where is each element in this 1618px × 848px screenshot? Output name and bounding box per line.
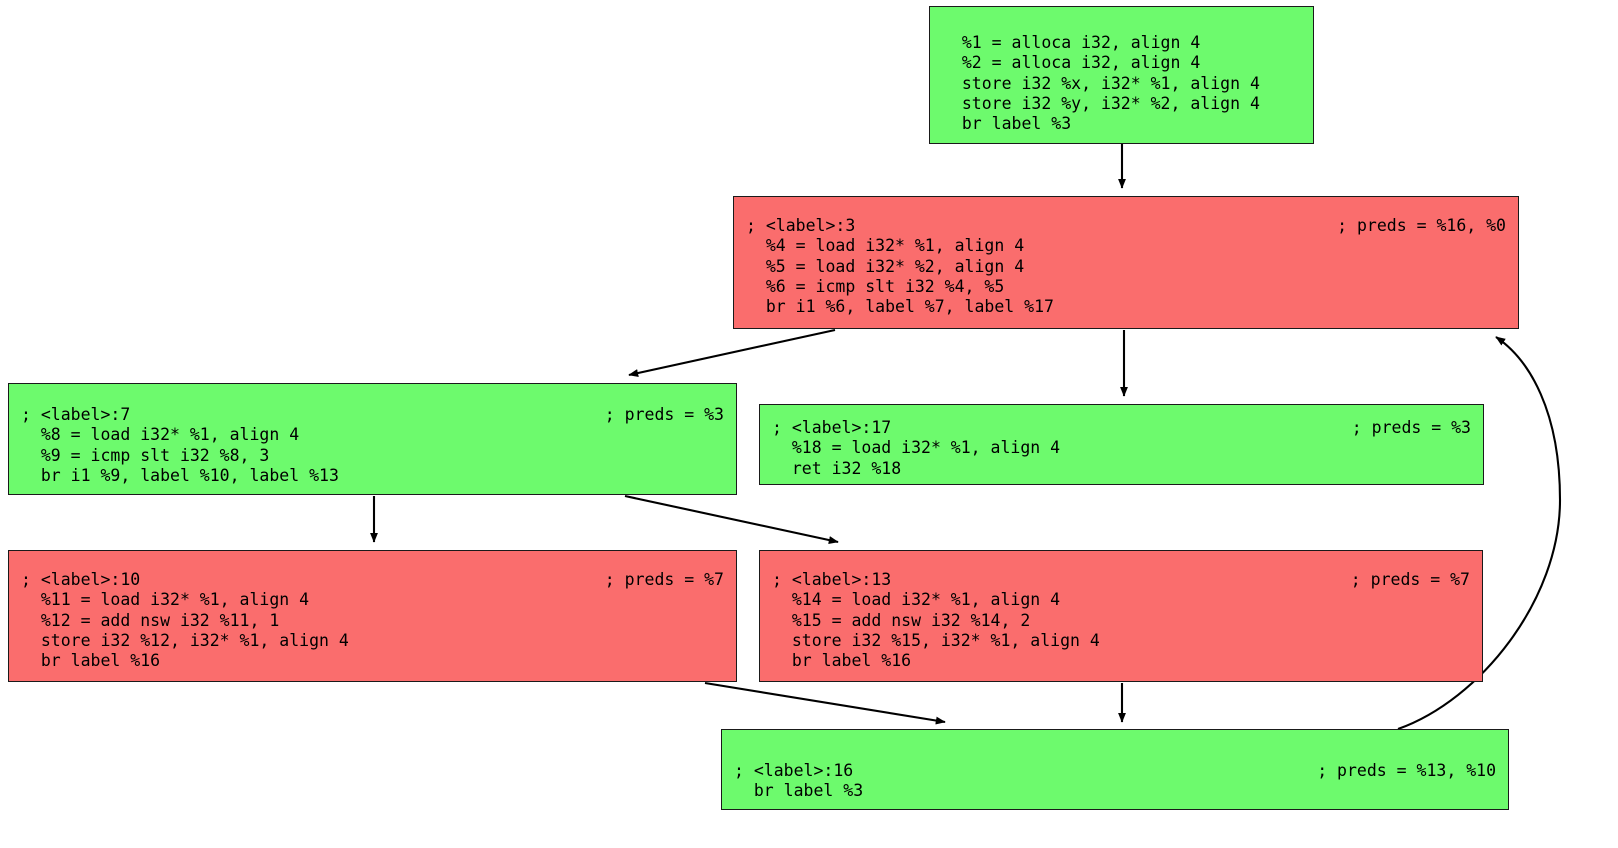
node-bb7-header: ; <label>:7 ; preds = %3 <box>21 405 724 425</box>
node-bb16-header: ; <label>:16 ; preds = %13, %10 <box>734 761 1496 781</box>
node-bb17-header: ; <label>:17 ; preds = %3 <box>772 418 1471 438</box>
node-bb10-preds: ; preds = %7 <box>604 570 724 589</box>
cfg-node-bb16[interactable]: ; <label>:16 ; preds = %13, %10 br label… <box>721 729 1509 810</box>
node-bb16-label: ; <label>:16 <box>734 761 854 780</box>
node-bb10-header: ; <label>:10 ; preds = %7 <box>21 570 724 590</box>
node-bb3-preds: ; preds = %16, %0 <box>1337 216 1506 235</box>
node-bb10-label: ; <label>:10 <box>21 570 141 589</box>
node-bb3-header: ; <label>:3 ; preds = %16, %0 <box>746 216 1506 236</box>
node-bb17-preds: ; preds = %3 <box>1351 418 1471 437</box>
edge-bb7-to-bb13 <box>624 494 839 544</box>
node-bb13-body: %14 = load i32* %1, align 4 %15 = add ns… <box>791 590 1100 671</box>
node-bb3-body: %4 = load i32* %1, align 4 %5 = load i32… <box>765 236 1054 317</box>
node-bb10-body: %11 = load i32* %1, align 4 %12 = add ns… <box>40 590 349 671</box>
node-bb13-label: ; <label>:13 <box>772 570 892 589</box>
cfg-node-bb3[interactable]: ; <label>:3 ; preds = %16, %0 %4 = load … <box>733 196 1519 329</box>
cfg-node-bb10[interactable]: ; <label>:10 ; preds = %7 %11 = load i32… <box>8 550 737 682</box>
node-bb17-label: ; <label>:17 <box>772 418 892 437</box>
node-bb16-body: br label %3 <box>734 781 864 801</box>
node-bb17-body: %18 = load i32* %1, align 4 ret i32 %18 <box>791 438 1061 478</box>
edge-bb3-to-bb7 <box>628 328 836 377</box>
node-bb7-body: %8 = load i32* %1, align 4 %9 = icmp slt… <box>40 425 339 485</box>
node-entry-body: %1 = alloca i32, align 4 %2 = alloca i32… <box>961 33 1260 134</box>
cfg-node-bb13[interactable]: ; <label>:13 ; preds = %7 %14 = load i32… <box>759 550 1483 682</box>
node-bb7-label: ; <label>:7 <box>21 405 131 424</box>
node-bb13-header: ; <label>:13 ; preds = %7 <box>772 570 1470 590</box>
node-bb13-preds: ; preds = %7 <box>1350 570 1470 589</box>
node-bb16-preds: ; preds = %13, %10 <box>1317 761 1496 780</box>
cfg-node-entry[interactable]: %1 = alloca i32, align 4 %2 = alloca i32… <box>929 6 1314 144</box>
node-bb7-preds: ; preds = %3 <box>604 405 724 424</box>
node-bb3-label: ; <label>:3 <box>746 216 856 235</box>
edge-bb10-to-bb16 <box>704 681 946 725</box>
cfg-node-bb7[interactable]: ; <label>:7 ; preds = %3 %8 = load i32* … <box>8 383 737 495</box>
cfg-node-bb17[interactable]: ; <label>:17 ; preds = %3 %18 = load i32… <box>759 404 1484 485</box>
